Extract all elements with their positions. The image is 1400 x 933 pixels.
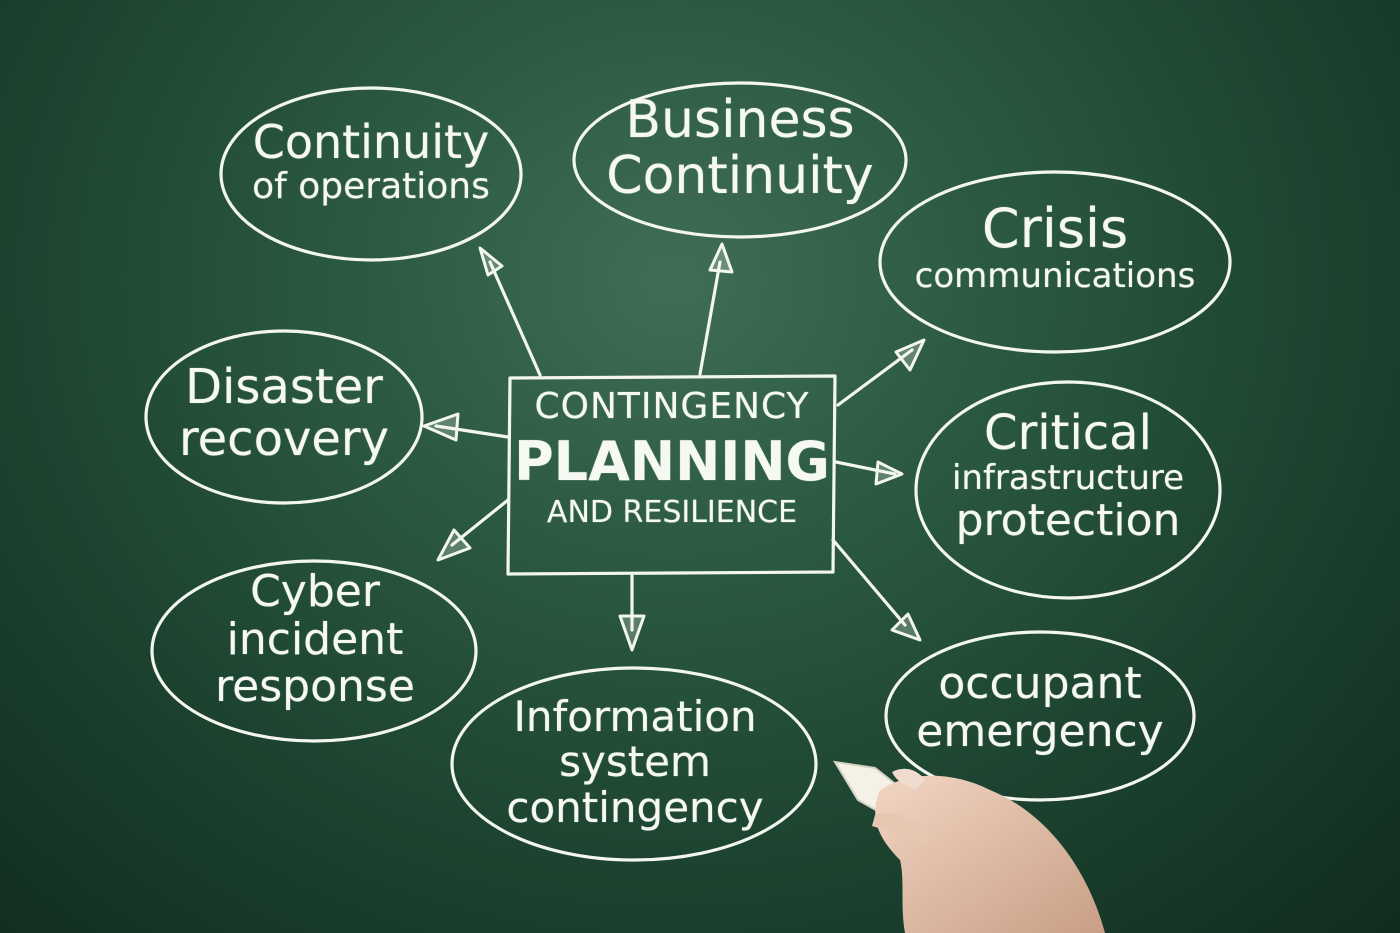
node-outline-cyber-incident-response (150, 559, 478, 743)
connector-business-continuity (698, 260, 722, 376)
node-outline-information-system-contingency (450, 666, 818, 862)
connector-occupant-emergency (831, 538, 907, 627)
node-line: emergency (916, 705, 1164, 757)
node-line: Cyber (250, 566, 380, 617)
center-title-line-1: CONTINGENCY (534, 386, 810, 427)
node-outline-continuity-of-operations (219, 86, 523, 262)
node-line: recovery (178, 410, 390, 467)
node-line: protection (955, 494, 1181, 546)
arrowhead-occupant-emergency (890, 612, 922, 642)
arrowhead-continuity-of-operations (478, 246, 504, 277)
node-line: Continuity (252, 115, 490, 169)
node-crisis-communications: Crisis communications (885, 197, 1225, 297)
node-line: Information (513, 692, 757, 741)
node-critical-infrastructure-protection: Critical infrastructure protection (918, 405, 1218, 546)
node-business-continuity: Business Continuity (590, 92, 890, 204)
node-line: Crisis (981, 197, 1129, 260)
node-line: Disaster (185, 359, 383, 415)
arrowhead-business-continuity (708, 242, 734, 274)
node-outline-business-continuity (572, 81, 908, 239)
node-line: communications (914, 256, 1196, 297)
node-disaster-recovery: Disaster recovery (150, 359, 418, 467)
connector-disaster-recovery (434, 424, 510, 439)
node-line: contingency (506, 782, 764, 832)
node-line: system (559, 737, 711, 787)
center-box-outline (506, 374, 837, 576)
node-outline-crisis-communications (878, 170, 1232, 354)
center-title-line-3: AND RESILIENCE (546, 495, 798, 531)
node-line: occupant (938, 658, 1142, 709)
node-line: response (215, 661, 415, 713)
arrowhead-crisis-communications (894, 338, 926, 372)
node-outline-disaster-recovery (144, 329, 424, 505)
connector-critical-infrastructure-protection (834, 460, 897, 476)
center-title: CONTINGENCY PLANNING AND RESILIENCE (512, 386, 832, 531)
node-information-system-contingency: Information system contingency (470, 694, 800, 830)
node-occupant-emergency: occupant emergency (900, 660, 1180, 755)
node-continuity-of-operations: Continuity of operations (226, 115, 516, 207)
node-cyber-incident-response: Cyber incident response (165, 568, 465, 711)
arrowhead-information-system-contingency (618, 614, 646, 652)
arrowhead-cyber-incident-response (436, 528, 472, 562)
node-outline-critical-infrastructure-protection (914, 380, 1222, 600)
connector-continuity-of-operations (488, 260, 542, 377)
node-line: incident (226, 613, 404, 665)
node-line: of operations (252, 165, 490, 207)
node-outline-occupant-emergency (884, 630, 1196, 802)
node-line: infrastructure (951, 457, 1185, 498)
node-line: Continuity (606, 146, 874, 207)
arrowhead-disaster-recovery (422, 412, 460, 442)
node-line: Critical (984, 405, 1152, 461)
node-line: Business (625, 90, 855, 150)
center-title-line-2: PLANNING (514, 429, 830, 493)
arrowhead-critical-infrastructure-protection (874, 460, 904, 486)
connector-crisis-communications (836, 348, 914, 407)
